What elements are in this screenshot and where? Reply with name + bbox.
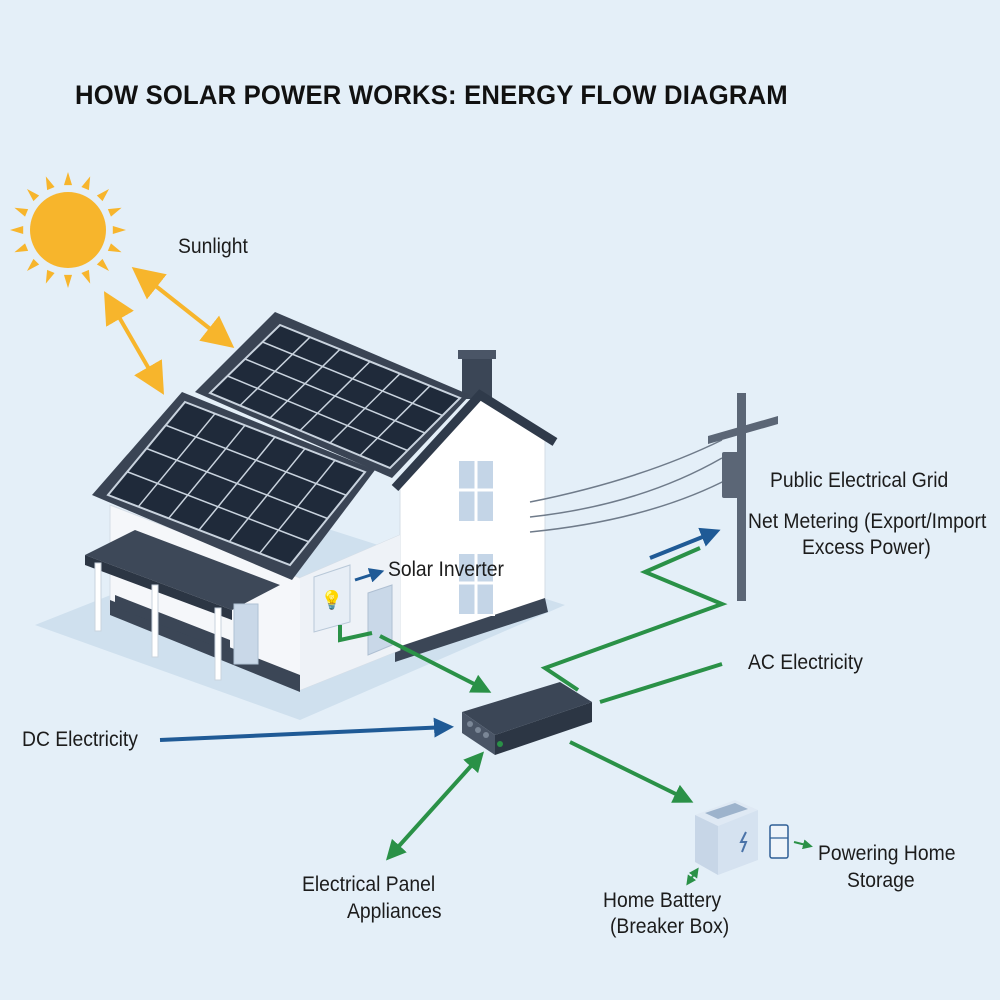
dc-electricity-label: DC Electricity: [22, 728, 138, 751]
battery-arrow: [569, 740, 694, 803]
panel-arrow: [385, 751, 485, 861]
battery-small-arrow: [686, 867, 699, 886]
sunlight-arrow: [103, 291, 165, 395]
solar-inverter-label: Solar Inverter: [388, 558, 504, 581]
ac-electricity-flow: [599, 662, 723, 704]
grid-export-arrow: [649, 527, 721, 560]
dc-electricity-arrow: [159, 717, 454, 742]
grid-export-flow: [540, 546, 728, 692]
appliances-label: Appliances: [347, 900, 442, 923]
window: [457, 459, 495, 523]
refrigerator-icon: [769, 824, 789, 859]
net-metering-label: Net Metering (Export/Import: [748, 510, 987, 533]
central-hub-box: [462, 682, 592, 755]
sunlight-arrow: [131, 267, 235, 348]
ac-electricity-label: AC Electricity: [748, 651, 863, 674]
house: [85, 312, 558, 692]
electrical-panel-label: Electrical Panel: [302, 873, 436, 896]
net-metering-label-2: Excess Power): [802, 536, 931, 559]
home-battery-icon: [695, 800, 758, 875]
powering-arrow: [793, 839, 813, 850]
storage-label: Storage: [847, 869, 915, 892]
breaker-box-label: (Breaker Box): [610, 915, 730, 938]
lightbulb-icon: 💡: [321, 589, 343, 610]
inverter-to-hub-arrow: [379, 634, 492, 693]
door: [367, 584, 393, 656]
powering-home-label: Powering Home: [818, 842, 956, 865]
home-battery-label: Home Battery: [603, 889, 722, 912]
page-title: HOW SOLAR POWER WORKS: ENERGY FLOW DIAGR…: [75, 80, 788, 110]
window: [457, 552, 495, 616]
inverter-arrow: [354, 568, 385, 583]
power-pole: [529, 393, 778, 601]
inverter-to-hub-flow: [338, 625, 373, 643]
grid-label: Public Electrical Grid: [770, 469, 949, 492]
porch-roof: [85, 530, 280, 610]
sun-icon: [10, 172, 126, 288]
sunlight-label: Sunlight: [178, 235, 248, 258]
solar-inverter-unit: 💡: [313, 564, 351, 633]
